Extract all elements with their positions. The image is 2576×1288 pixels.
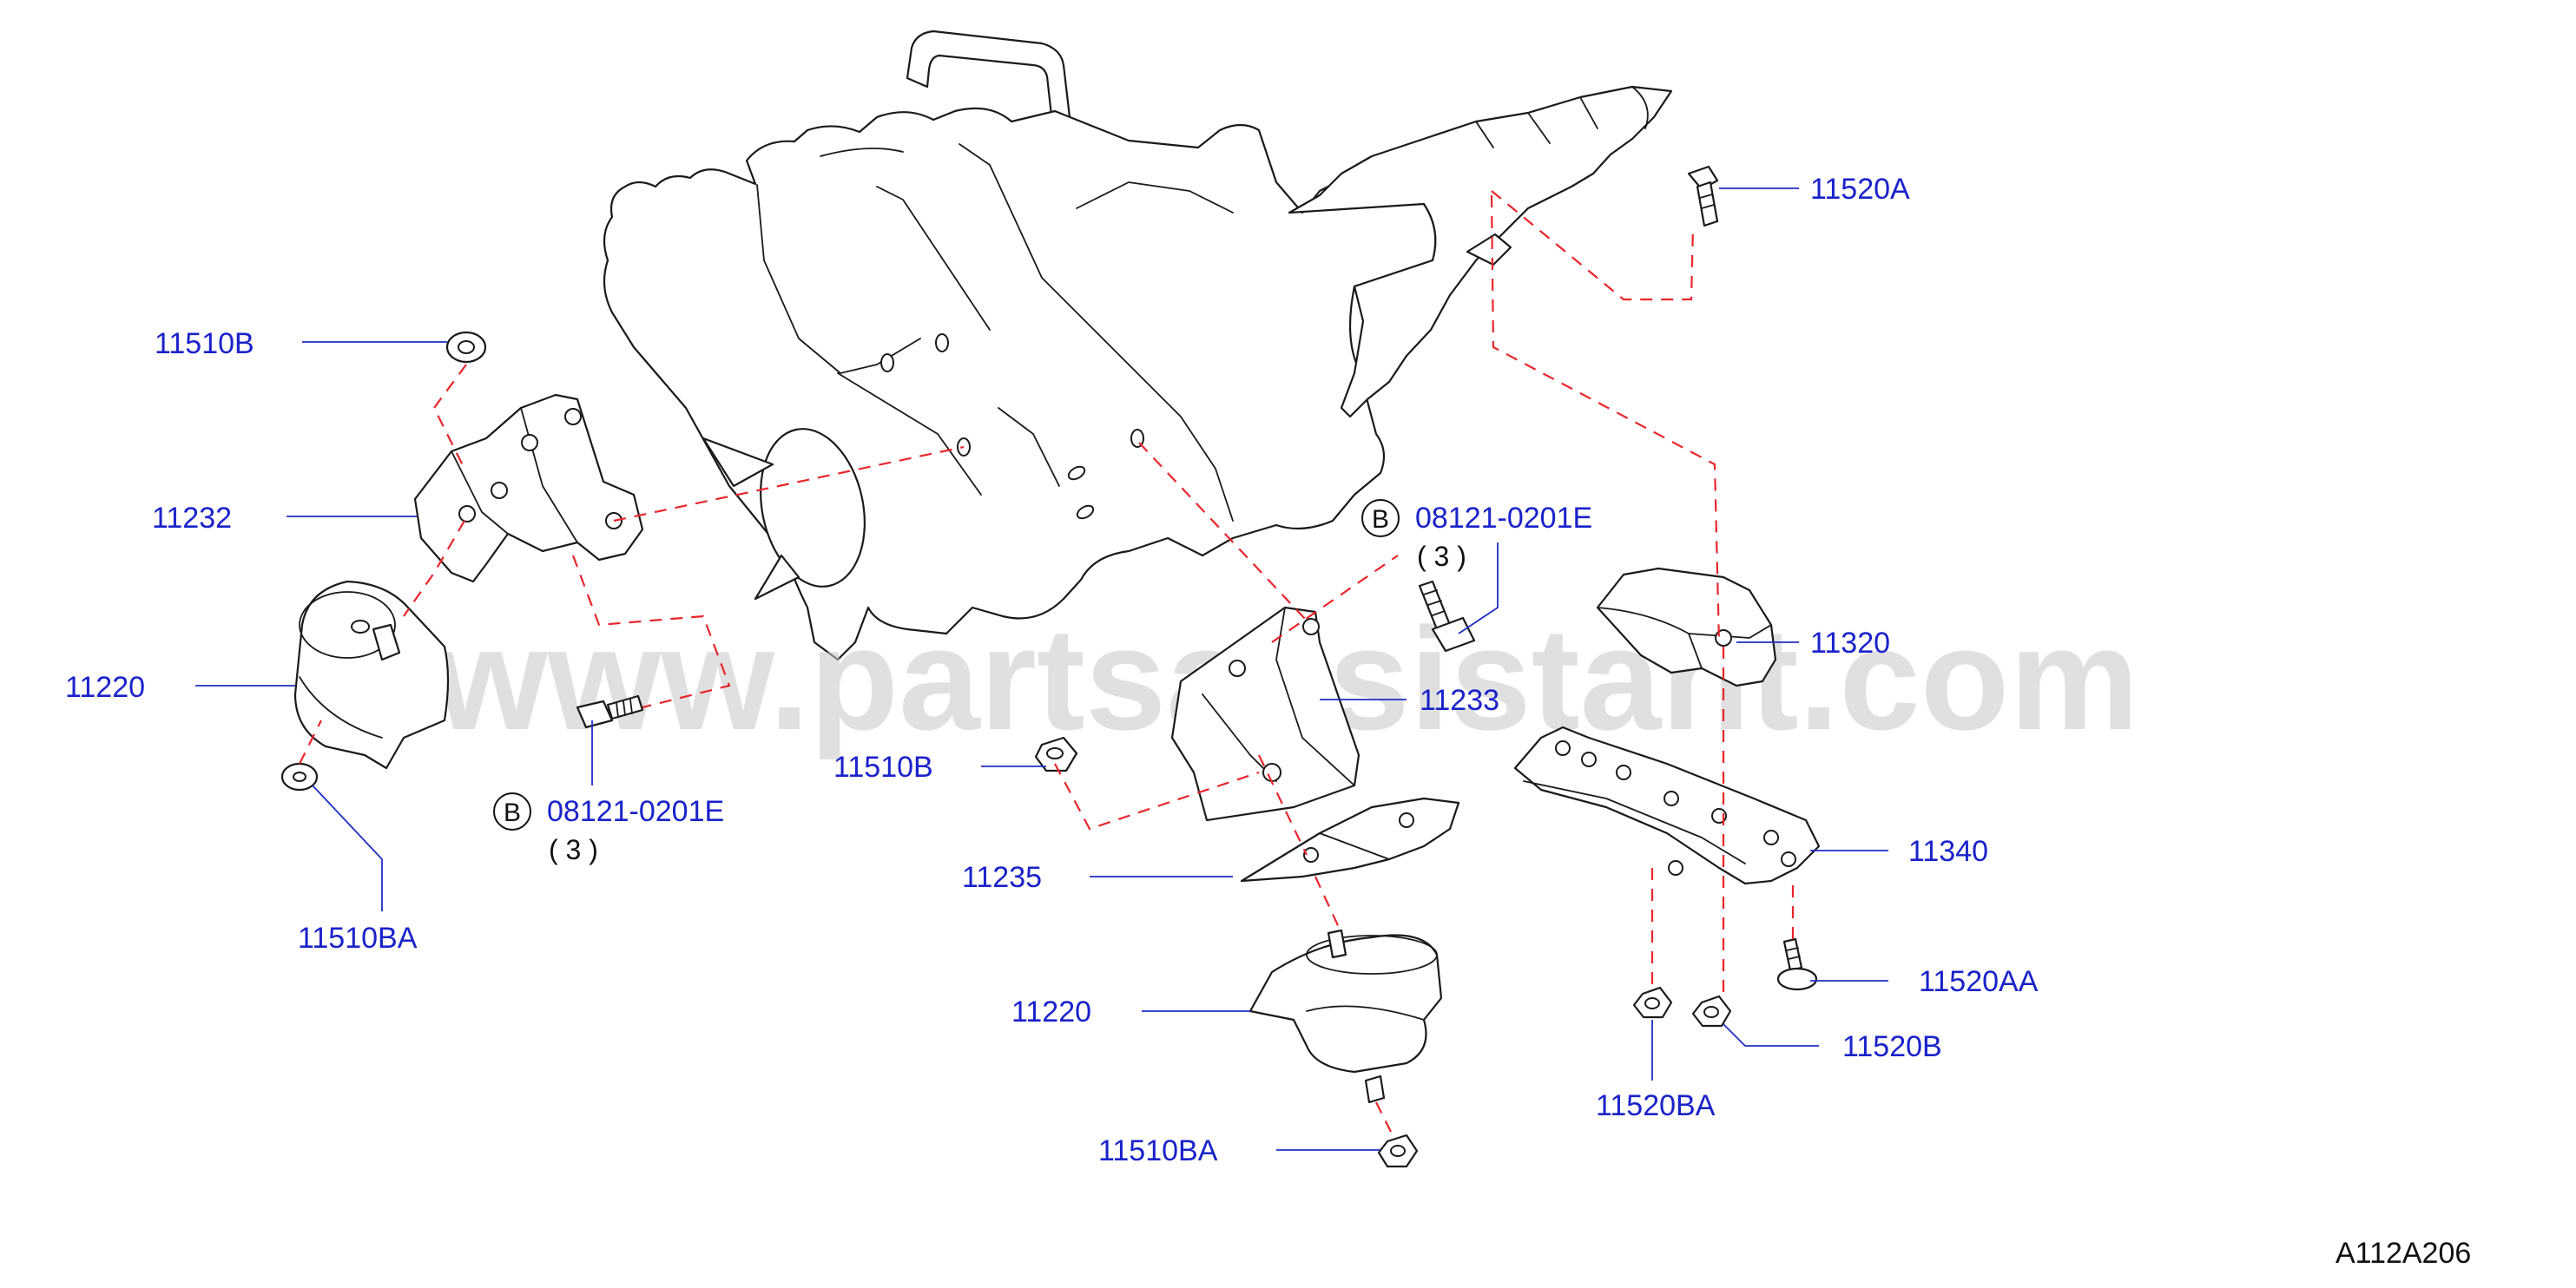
center-bolt-08121-0201E [1418,580,1476,653]
leader-lines [195,187,1888,1151]
left-nut-11510BA [280,762,319,792]
callout-11520AA: 11520AA [1919,965,2039,998]
left-bracket-11232 [413,393,644,583]
assembly-dash-lines [299,190,1795,1138]
center-nut-11510BA [1377,1134,1419,1168]
rear-insulator-11320 [1596,567,1777,687]
callout-11235: 11235 [962,861,1042,894]
callout-08121-0201E-left: 08121-0201E [547,795,724,828]
rear-bolt-11520A [1687,165,1719,227]
callout-11340: 11340 [1908,835,1988,868]
engine-block-drawing [603,30,1673,661]
rear-bolt-11520AA [1776,937,1818,991]
callout-11320: 11320 [1810,627,1890,660]
callout-11220-center: 11220 [1011,996,1091,1028]
callout-11510BA-center: 11510BA [1098,1134,1218,1167]
rear-nut-11520BA [1632,986,1673,1019]
left-bolt-badge: B [504,798,521,827]
callout-11510B-top: 11510B [155,327,254,360]
callout-11220-left: 11220 [65,671,145,704]
diagram-code: A112A206 [2336,1237,2471,1270]
callout-11510BA-left: 11510BA [298,922,418,955]
callout-11520A: 11520A [1810,173,1910,206]
callout-11510B-mid: 11510B [833,751,933,784]
left-nut-11510B [445,331,487,364]
callout-qty-left: ( 3 ) [549,834,598,865]
callout-08121-0201E-right: 08121-0201E [1415,502,1592,535]
center-nut-11510B [1034,736,1078,772]
center-bracket-11233 [1170,606,1360,822]
callout-11520B: 11520B [1842,1030,1942,1063]
callout-11520BA: 11520BA [1596,1089,1716,1122]
left-bolt-badge-circle [493,792,531,831]
callout-11232: 11232 [152,502,232,535]
right-bolt-badge: B [1372,505,1389,534]
right-bolt-badge-circle [1361,499,1400,537]
left-bolt-08121-0201E [576,694,644,729]
callout-labels: 11510B 11232 11220 11510BA B 08121-0201E… [65,173,2039,1167]
left-insulator-11220 [293,580,450,770]
center-insulator-11220 [1248,929,1443,1104]
callout-11233: 11233 [1420,684,1499,717]
center-plate-11235 [1240,797,1460,883]
rear-crossmember-11340 [1513,726,1821,885]
rear-nut-11520B [1691,995,1732,1028]
callout-qty-right: ( 3 ) [1417,541,1466,572]
